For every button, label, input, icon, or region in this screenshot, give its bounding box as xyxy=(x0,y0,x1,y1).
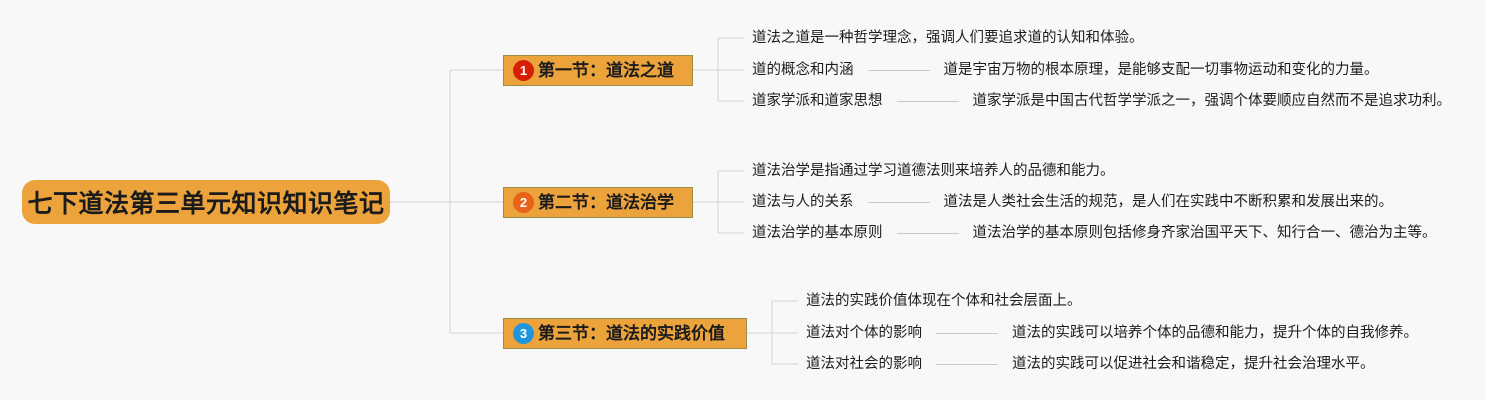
leaf-connector-dash xyxy=(896,100,959,102)
leaf-description: 道家学派是中国古代哲学学派之一，强调个体要顺应自然而不是追求功利。 xyxy=(972,92,1452,109)
leaf-description: 道法的实践可以培养个体的品德和能力，提升个体的自我修养。 xyxy=(1012,324,1418,341)
leaf-connector-dash xyxy=(867,69,930,71)
leaf-row[interactable]: 道法的实践价值体现在个体和社会层面上。 xyxy=(806,290,1082,312)
leaf-topic: 道的概念和内涵 xyxy=(752,61,854,78)
leaf-row[interactable]: 道法治学是指通过学习道德法则来培养人的品德和能力。 xyxy=(752,160,1115,182)
leaf-connector-dash xyxy=(936,363,998,365)
leaf-topic: 道家学派和道家思想 xyxy=(752,92,883,109)
section-badge-1: 1 xyxy=(513,60,534,81)
section-badge-3: 3 xyxy=(513,323,534,344)
section-badge-2: 2 xyxy=(513,192,534,213)
leaf-row[interactable]: 道法治学的基本原则 道法治学的基本原则包括修身齐家治国平天下、知行合一、德治为主… xyxy=(752,222,1437,244)
leaf-description: 道法治学的基本原则包括修身齐家治国平天下、知行合一、德治为主等。 xyxy=(972,224,1437,241)
leaf-row[interactable]: 道法对个体的影响 道法的实践可以培养个体的品德和能力，提升个体的自我修养。 xyxy=(806,322,1418,344)
leaf-topic: 道法对社会的影响 xyxy=(806,355,922,372)
leaf-connector-dash xyxy=(896,232,959,234)
section-label-1: 第一节：道法之道 xyxy=(538,61,674,80)
leaf-description: 道是宇宙万物的根本原理，是能够支配一切事物运动和变化的力量。 xyxy=(943,61,1379,78)
leaf-description: 道法的实践价值体现在个体和社会层面上。 xyxy=(806,292,1082,309)
leaf-row[interactable]: 道家学派和道家思想 道家学派是中国古代哲学学派之一，强调个体要顺应自然而不是追求… xyxy=(752,90,1451,112)
leaf-row[interactable]: 道法与人的关系 道法是人类社会生活的规范，是人们在实践中不断积累和发展出来的。 xyxy=(752,191,1393,213)
leaf-connector-dash xyxy=(867,201,930,203)
leaf-topic: 道法与人的关系 xyxy=(752,193,854,210)
leaf-description: 道法的实践可以促进社会和谐稳定，提升社会治理水平。 xyxy=(1012,355,1375,372)
leaf-row[interactable]: 道法对社会的影响 道法的实践可以促进社会和谐稳定，提升社会治理水平。 xyxy=(806,353,1375,375)
root-node[interactable]: 七下道法第三单元知识知识笔记 xyxy=(22,180,390,224)
leaf-row[interactable]: 道法之道是一种哲学理念，强调人们要追求道的认知和体验。 xyxy=(752,27,1144,49)
root-node-label: 七下道法第三单元知识知识笔记 xyxy=(27,190,385,218)
section-node-1[interactable]: 1 第一节：道法之道 xyxy=(503,55,693,86)
section-label-2: 第二节：道法治学 xyxy=(538,193,674,212)
leaf-description: 道法治学是指通过学习道德法则来培养人的品德和能力。 xyxy=(752,162,1115,179)
leaf-description: 道法之道是一种哲学理念，强调人们要追求道的认知和体验。 xyxy=(752,29,1144,46)
section-node-2[interactable]: 2 第二节：道法治学 xyxy=(503,187,693,218)
section-label-3: 第三节：道法的实践价值 xyxy=(538,324,725,343)
leaf-connector-dash xyxy=(936,332,998,334)
leaf-description: 道法是人类社会生活的规范，是人们在实践中不断积累和发展出来的。 xyxy=(943,193,1394,210)
leaf-topic: 道法治学的基本原则 xyxy=(752,224,883,241)
leaf-topic: 道法对个体的影响 xyxy=(806,324,922,341)
leaf-row[interactable]: 道的概念和内涵 道是宇宙万物的根本原理，是能够支配一切事物运动和变化的力量。 xyxy=(752,59,1379,81)
section-node-3[interactable]: 3 第三节：道法的实践价值 xyxy=(503,318,747,349)
